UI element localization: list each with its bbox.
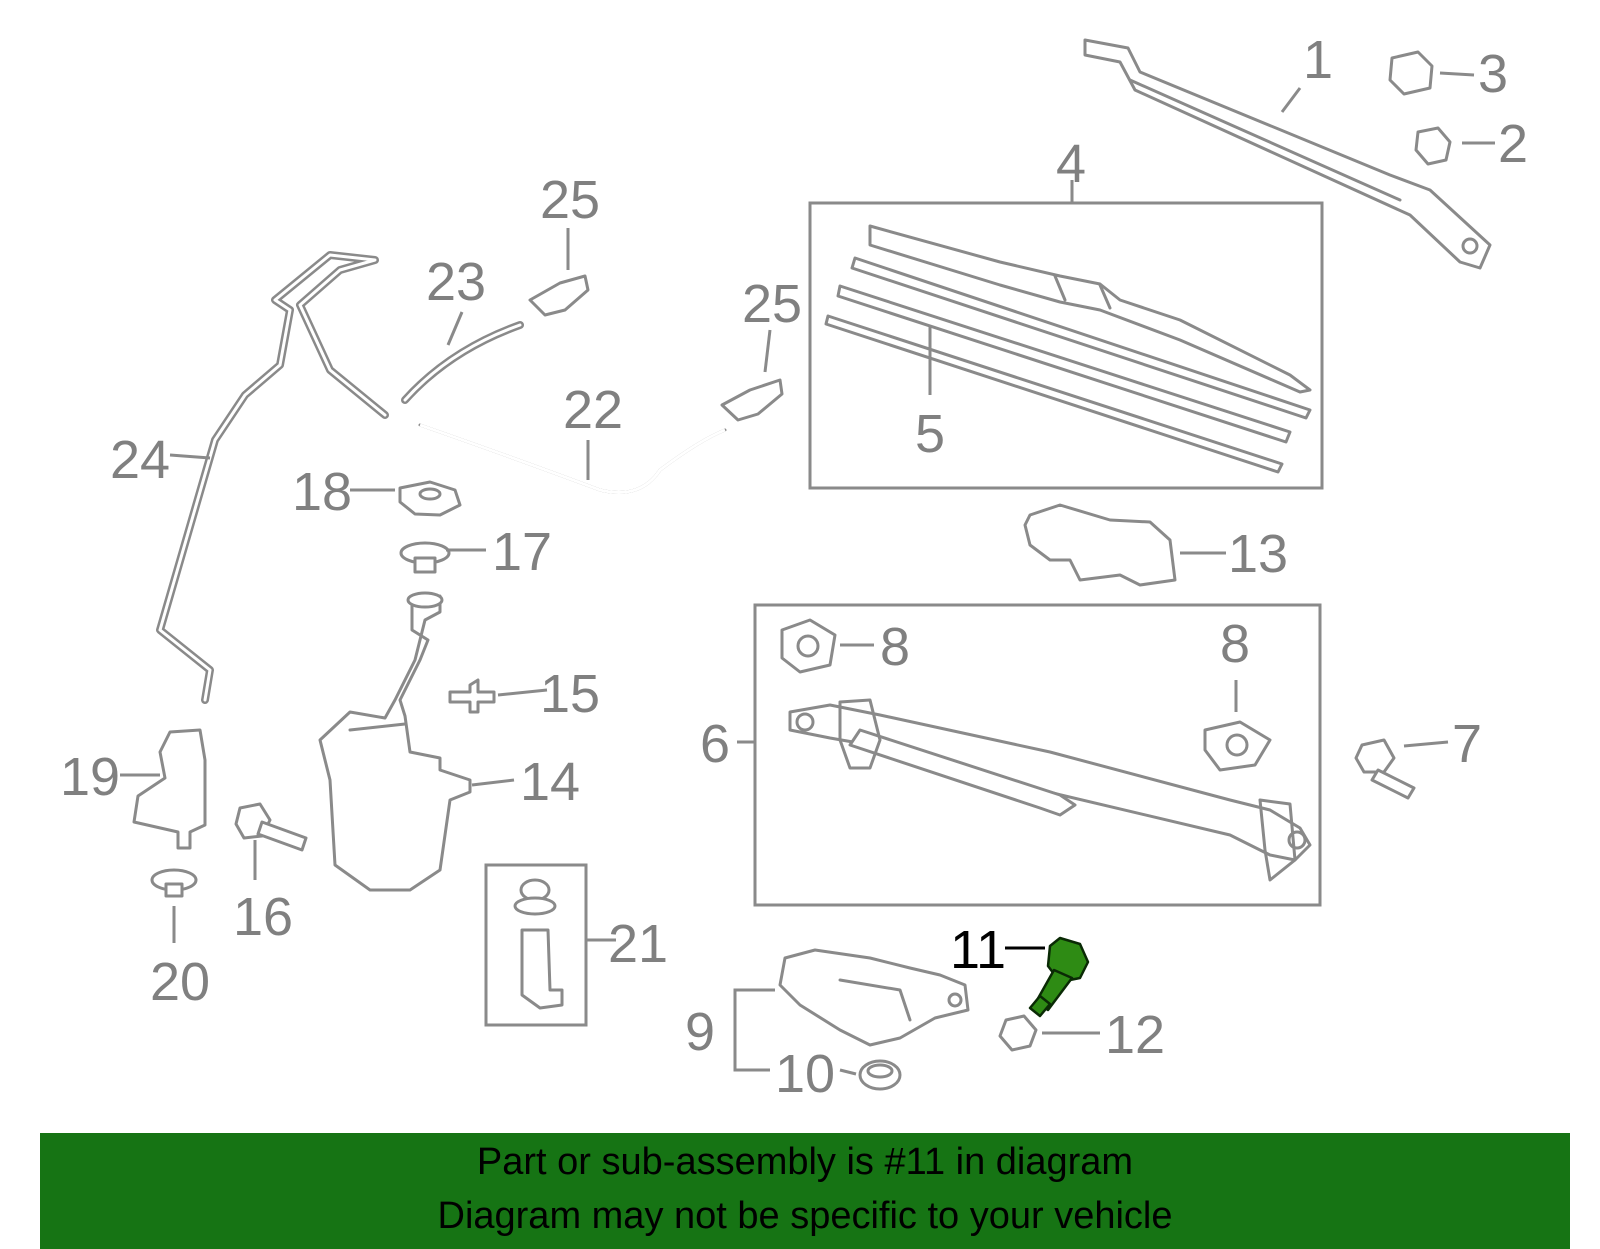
part-4-box xyxy=(808,201,1324,490)
part-4-wiper-blade xyxy=(868,224,1312,394)
part-17-grommet xyxy=(399,541,451,574)
part-24-hose xyxy=(156,251,389,704)
part-23-hose xyxy=(401,321,524,404)
callout-23: 23 xyxy=(426,252,486,312)
part-21-box xyxy=(484,863,588,1027)
callout-15: 15 xyxy=(540,664,600,724)
part-9-wiper-motor xyxy=(778,948,970,1047)
part-25-clip-b xyxy=(720,378,784,422)
callout-24: 24 xyxy=(110,430,170,490)
footer-banner: Part or sub-assembly is #11 in diagram D… xyxy=(40,1133,1570,1249)
part-10-grommet xyxy=(858,1059,902,1091)
callout-14: 14 xyxy=(520,752,580,812)
callout-20: 20 xyxy=(150,952,210,1012)
part-25-clip-a xyxy=(528,274,590,317)
part-6-box xyxy=(753,603,1322,907)
part-20-grommet xyxy=(150,868,198,898)
part-18-cap xyxy=(398,480,462,517)
leader-lines xyxy=(120,71,1495,1076)
part-1-wiper-arm xyxy=(1083,38,1492,270)
part-19-nozzle xyxy=(132,728,207,850)
part-21-washer-pump xyxy=(513,878,564,1010)
part-15-clip xyxy=(448,678,496,714)
parts-diagram: 1 2 3 4 5 6 7 8 8 9 10 11 12 13 14 15 16… xyxy=(60,30,1528,1104)
callout-17: 17 xyxy=(492,522,552,582)
callout-3: 3 xyxy=(1478,44,1508,104)
footer-line-1: Part or sub-assembly is #11 in diagram xyxy=(476,1141,1134,1183)
callout-19: 19 xyxy=(60,747,120,807)
part-8-bushing-left xyxy=(780,618,837,674)
callout-2: 2 xyxy=(1498,114,1528,174)
callout-18: 18 xyxy=(292,462,352,522)
callout-25-right: 25 xyxy=(742,274,802,334)
part-5-blade-insert xyxy=(824,256,1312,474)
callout-22: 22 xyxy=(563,380,623,440)
part-2-cap xyxy=(1414,126,1452,166)
callout-13: 13 xyxy=(1228,524,1288,584)
part-11-bolt-highlighted xyxy=(1028,936,1090,1018)
part-6-wiper-linkage xyxy=(788,698,1312,882)
callout-21: 21 xyxy=(608,914,668,974)
callout-25-left: 25 xyxy=(540,170,600,230)
part-13-cover xyxy=(1023,503,1177,587)
callout-7: 7 xyxy=(1452,714,1482,774)
callout-4: 4 xyxy=(1056,134,1086,194)
part-14-washer-reservoir xyxy=(318,591,472,892)
part-16-bolt xyxy=(234,802,308,852)
callout-16: 16 xyxy=(233,887,293,947)
callout-1: 1 xyxy=(1303,30,1333,90)
part-12-nut xyxy=(998,1014,1038,1052)
callout-8-right: 8 xyxy=(1220,614,1250,674)
part-22-hose xyxy=(418,423,727,494)
part-8-bushing-right xyxy=(1203,720,1272,772)
callout-11: 11 xyxy=(950,920,1006,980)
callout-8-left: 8 xyxy=(880,617,910,677)
footer-line-2: Diagram may not be specific to your vehi… xyxy=(437,1195,1173,1237)
callout-6: 6 xyxy=(700,714,730,774)
part-3-cap xyxy=(1388,50,1434,96)
callout-9: 9 xyxy=(685,1002,715,1062)
callout-10: 10 xyxy=(775,1044,835,1104)
callout-5: 5 xyxy=(915,404,945,464)
part-7-bolt xyxy=(1354,738,1416,800)
callout-12: 12 xyxy=(1105,1005,1165,1065)
